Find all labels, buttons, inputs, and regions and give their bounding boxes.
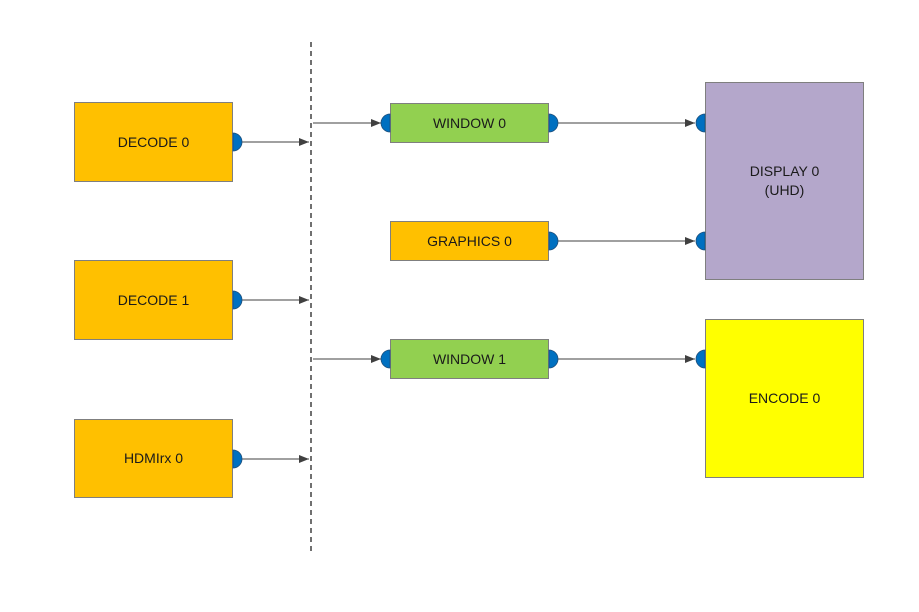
graphics0-label: GRAPHICS 0 — [427, 232, 512, 249]
window1-block: WINDOW 1 — [390, 339, 549, 379]
hdmirx0-output-port — [232, 449, 243, 469]
decode0-block: DECODE 0 — [74, 102, 233, 182]
graphics0-block: GRAPHICS 0 — [390, 221, 549, 261]
hdmirx0-block: HDMIrx 0 — [74, 419, 233, 498]
graphics0-output-port — [548, 231, 559, 251]
decode1-label: DECODE 1 — [117, 291, 190, 308]
encode0-input-port — [695, 349, 706, 369]
encode0-label: ENCODE 0 — [748, 390, 821, 406]
window1-label: WINDOW 1 — [432, 350, 507, 367]
window0-label: WINDOW 0 — [432, 114, 507, 131]
encode0-block: ENCODE 0 — [705, 319, 864, 478]
window0-block: WINDOW 0 — [390, 103, 549, 143]
window0-input-port — [380, 113, 391, 133]
display0-label: DISPLAY 0 (UHD) — [749, 163, 820, 198]
decode1-output-port — [232, 290, 243, 310]
decode0-label: DECODE 0 — [117, 133, 190, 150]
display0-input-port-top — [695, 113, 706, 133]
display0-input-port-bottom — [695, 231, 706, 251]
hdmirx0-label: HDMIrx 0 — [123, 450, 184, 466]
window0-output-port — [548, 113, 559, 133]
window1-output-port — [548, 349, 559, 369]
display0-block: DISPLAY 0 (UHD) — [705, 82, 864, 280]
decode1-block: DECODE 1 — [74, 260, 233, 340]
decode0-output-port — [232, 132, 243, 152]
window1-input-port — [380, 349, 391, 369]
